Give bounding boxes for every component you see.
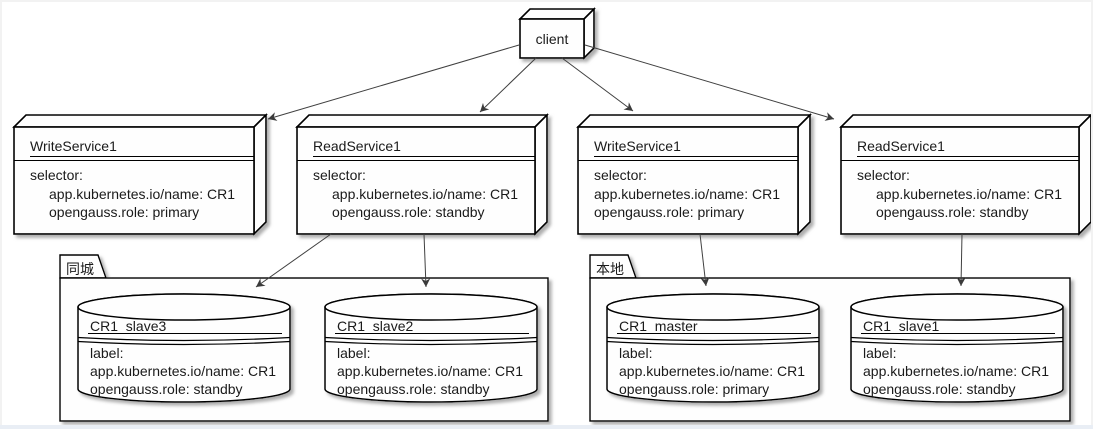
arrow-client-to-readservice1-right [584, 44, 835, 121]
read-service1-right-shape [839, 113, 1093, 236]
arrow-client-to-writeservice1-left [267, 44, 520, 121]
client-node-shape [518, 7, 596, 60]
read-service1-left-shape [295, 113, 549, 236]
arrow-writeservice1-to-cr1-master [699, 233, 710, 287]
arrow-client-to-writeservice1-right [561, 57, 634, 112]
arrow-client-to-readservice1-left [479, 57, 537, 113]
db-cr1-slave2-shape [324, 293, 538, 403]
db-cr1-slave3-shape [77, 293, 291, 403]
db-cr1-slave1-shape [850, 293, 1064, 403]
arrow-readservice1-to-cr1-slave2 [421, 233, 431, 288]
arrows-layer [255, 44, 966, 288]
write-service1-right-shape [576, 113, 812, 236]
write-service1-left-shape [12, 113, 268, 236]
arrow-readservice1-to-cr1-slave3 [255, 233, 332, 288]
db-cr1-master-shape [606, 293, 820, 403]
arrow-readservice1-to-cr1-slave1 [956, 233, 966, 287]
